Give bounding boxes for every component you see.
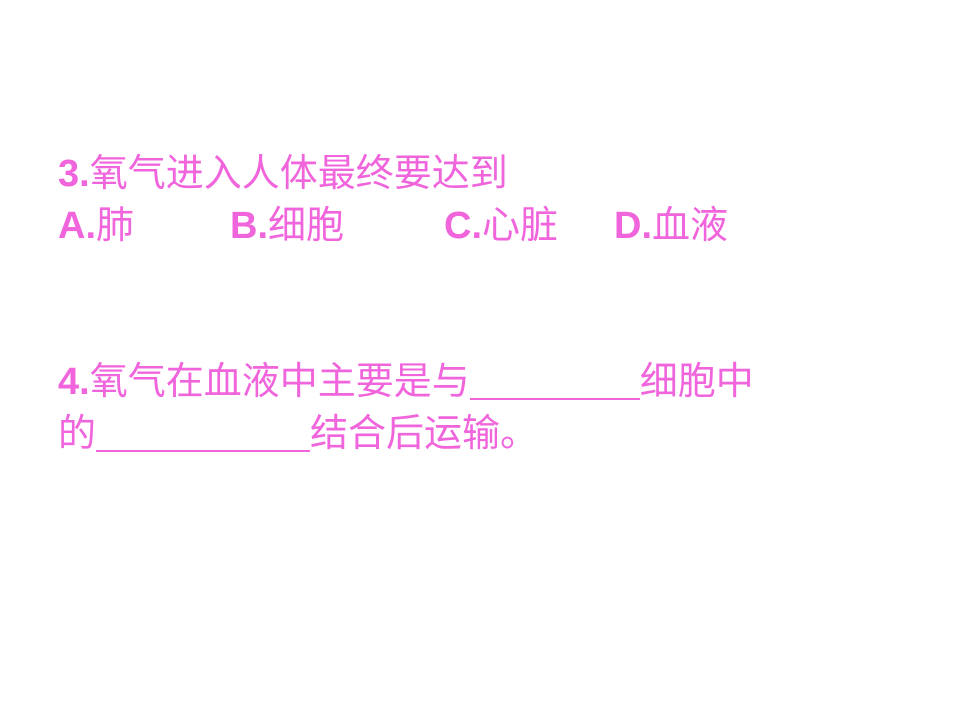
- answer-blank-2[interactable]: [96, 412, 311, 452]
- question-4-line-1: 4.氧气在血液中主要是与 细胞中: [58, 356, 754, 407]
- question-3-text: 氧气进入人体最终要达到: [89, 151, 508, 195]
- option-d-text: 血液: [652, 203, 729, 247]
- option-b-text: 细胞: [268, 203, 345, 247]
- option-b-letter: B.: [230, 205, 268, 247]
- answer-blank-1[interactable]: [469, 360, 640, 400]
- option-b[interactable]: B.细胞: [230, 200, 444, 251]
- option-a-letter: A.: [58, 205, 96, 247]
- option-a[interactable]: A.肺: [58, 200, 230, 251]
- option-d-letter: D.: [614, 205, 652, 247]
- option-c[interactable]: C.心脏: [444, 200, 614, 251]
- question-3-number: 3.: [58, 153, 90, 195]
- question-4-text-part-4: 结合后运输。: [310, 411, 539, 455]
- question-4-line-2: 的 结合后运输。: [58, 408, 538, 458]
- question-4-text-part-1: 氧气在血液中主要是与: [89, 359, 470, 403]
- option-a-text: 肺: [96, 203, 135, 247]
- question-4-number: 4.: [58, 361, 90, 403]
- question-4-text-part-3: 的: [58, 411, 97, 455]
- option-d[interactable]: D.血液: [614, 200, 728, 251]
- option-c-letter: C.: [444, 205, 482, 247]
- question-3: 3.氧气进入人体最终要达到: [58, 148, 508, 199]
- option-c-text: 心脏: [482, 203, 559, 247]
- question-4-text-part-2: 细胞中: [639, 359, 754, 403]
